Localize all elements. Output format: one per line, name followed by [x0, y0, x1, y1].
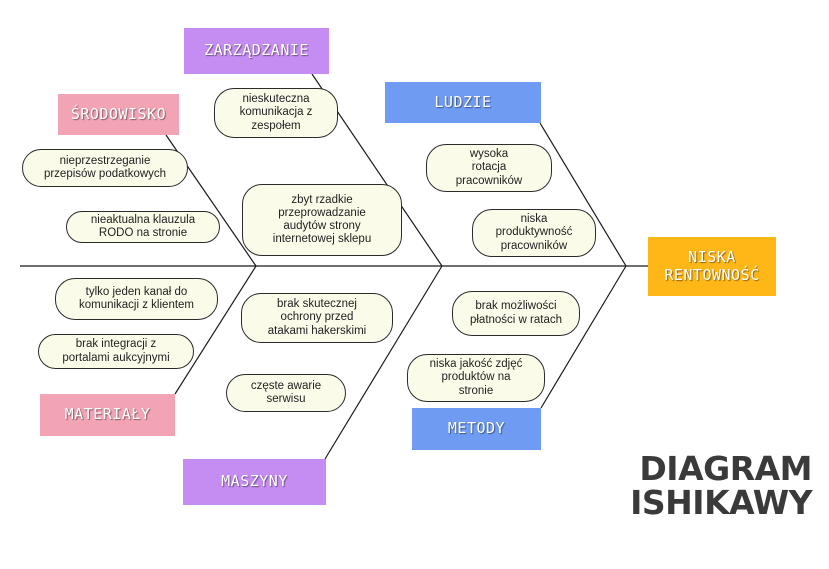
cause-maszyny-1: brak skutecznej ochrony przed atakami ha…: [241, 293, 393, 343]
diagram-title: DIAGRAM ISHIKAWY: [612, 452, 812, 520]
category-zarzadzanie: ZARZĄDZANIE: [184, 28, 329, 74]
cause-maszyny-2: częste awarie serwisu: [226, 374, 346, 412]
category-materialy: MATERIAŁY: [40, 394, 175, 436]
category-srodowisko: ŚRODOWISKO: [58, 94, 179, 135]
bone-maszyny: [324, 265, 443, 460]
cause-ludzie-1: wysoka rotacja pracowników: [426, 144, 552, 192]
cause-materialy-2: brak integracji z portalami aukcyjnymi: [38, 334, 194, 369]
cause-srodowisko-1: nieprzestrzeganie przepisów podatkowych: [22, 149, 188, 187]
bone-ludzie: [539, 122, 627, 267]
cause-metody-2: niska jakość zdjęć produktów na stronie: [407, 354, 545, 402]
cause-metody-1: brak możliwości płatności w ratach: [452, 291, 580, 336]
category-metody: METODY: [412, 408, 541, 450]
cause-materialy-1: tylko jeden kanał do komunikacji z klien…: [55, 278, 218, 320]
cause-srodowisko-2: nieaktualna klauzula RODO na stronie: [66, 211, 220, 243]
title-line-1: DIAGRAM: [639, 449, 812, 488]
cause-ludzie-2: niska produktywność pracowników: [472, 209, 596, 257]
cause-zarzadzanie-2: zbyt rzadkie przeprowadzanie audytów str…: [242, 184, 402, 256]
effect-box: NISKA RENTOWNOŚĆ: [648, 237, 776, 296]
bone-materialy: [174, 265, 257, 395]
title-line-2: ISHIKAWY: [630, 483, 812, 522]
category-ludzie: LUDZIE: [385, 82, 541, 123]
category-maszyny: MASZYNY: [183, 459, 326, 505]
cause-zarzadzanie-1: nieskuteczna komunikacja z zespołem: [214, 88, 338, 138]
bone-metody: [540, 265, 627, 409]
